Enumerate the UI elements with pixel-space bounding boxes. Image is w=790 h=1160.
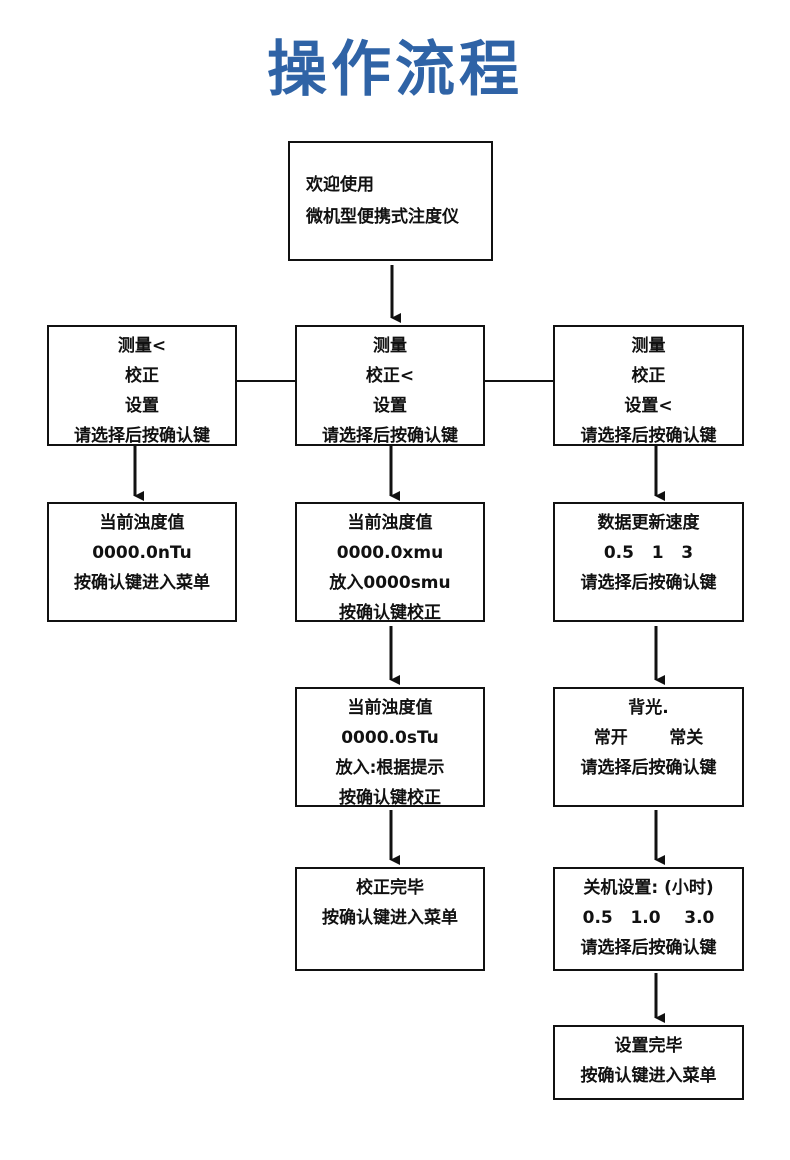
settings-1-hint: 请选择后按确认键 — [580, 573, 717, 593]
calibrate-done-hint: 按确认键进入菜单 — [322, 908, 458, 928]
settings-done-hint: 按确认键进入菜单 — [580, 1066, 717, 1086]
settings-done-label: 设置完毕 — [614, 1036, 683, 1056]
settings-2-label: 背光. — [628, 698, 669, 718]
menu-hint: 请选择后按确认键 — [580, 426, 717, 446]
menu-item-measure: 测量< — [117, 336, 167, 356]
measure-reading-box: 当前浊度值 0000.0nTu 按确认键进入菜单 — [47, 502, 237, 622]
settings-backlight-box: 背光. 常开 常关 请选择后按确认键 — [553, 687, 744, 807]
settings-1-options: 0.5 1 3 — [603, 543, 694, 563]
calibrate-2-hint: 按确认键校正 — [339, 788, 441, 808]
welcome-line-2: 微机型便携式注度仪 — [306, 207, 459, 227]
settings-3-options: 0.5 1.0 3.0 — [582, 908, 715, 928]
menu-box-settings: 测量 校正 设置< 请选择后按确认键 — [553, 325, 744, 446]
calibrate-step-1-box: 当前浊度值 0000.0xmu 放入0000smu 按确认键校正 — [295, 502, 485, 623]
menu-item-settings: 设置 — [373, 396, 407, 416]
calibrate-done-box: 校正完毕 按确认键进入菜单 — [295, 867, 485, 971]
settings-done-box: 设置完毕 按确认键进入菜单 — [553, 1025, 744, 1100]
calibrate-1-value: 0000.0xmu — [336, 543, 444, 563]
settings-1-label: 数据更新速度 — [597, 513, 700, 533]
menu-hint: 请选择后按确认键 — [322, 426, 458, 446]
settings-3-hint: 请选择后按确认键 — [580, 938, 717, 958]
page-title: 操作流程 — [267, 35, 523, 105]
calibrate-2-instruction: 放入:根据提示 — [335, 758, 445, 778]
menu-hint: 请选择后按确认键 — [74, 426, 210, 446]
menu-item-settings: 设置< — [624, 396, 673, 416]
calibrate-done-label: 校正完毕 — [356, 878, 424, 898]
menu-box-calibrate: 测量 校正< 设置 请选择后按确认键 — [295, 325, 485, 446]
measure-label: 当前浊度值 — [99, 513, 185, 533]
calibrate-2-value: 0000.0sTu — [341, 728, 439, 748]
welcome-box: 欢迎使用 微机型便携式注度仪 — [288, 141, 493, 261]
calibrate-1-hint: 按确认键校正 — [339, 603, 441, 623]
menu-item-calibrate: 校正 — [125, 366, 159, 386]
settings-update-speed-box: 数据更新速度 0.5 1 3 请选择后按确认键 — [553, 502, 744, 622]
menu-box-measure: 测量< 校正 设置 请选择后按确认键 — [47, 325, 237, 446]
calibrate-1-instruction: 放入0000smu — [329, 573, 451, 593]
menu-item-calibrate: 校正< — [365, 366, 415, 386]
welcome-line-1: 欢迎使用 — [306, 175, 374, 195]
measure-hint: 按确认键进入菜单 — [74, 573, 210, 593]
menu-item-settings: 设置 — [125, 396, 159, 416]
measure-value: 0000.0nTu — [92, 543, 192, 563]
settings-shutdown-box: 关机设置: (小时) 0.5 1.0 3.0 请选择后按确认键 — [553, 867, 744, 971]
calibrate-step-2-box: 当前浊度值 0000.0sTu 放入:根据提示 按确认键校正 — [295, 687, 485, 808]
settings-3-label: 关机设置: (小时) — [583, 878, 714, 898]
settings-2-hint: 请选择后按确认键 — [580, 758, 717, 778]
calibrate-2-label: 当前浊度值 — [347, 698, 433, 718]
calibrate-1-label: 当前浊度值 — [347, 513, 433, 533]
settings-2-options: 常开 常关 — [593, 728, 704, 748]
menu-item-calibrate: 校正 — [631, 366, 666, 386]
menu-item-measure: 测量 — [631, 336, 666, 356]
menu-item-measure: 测量 — [373, 336, 407, 356]
